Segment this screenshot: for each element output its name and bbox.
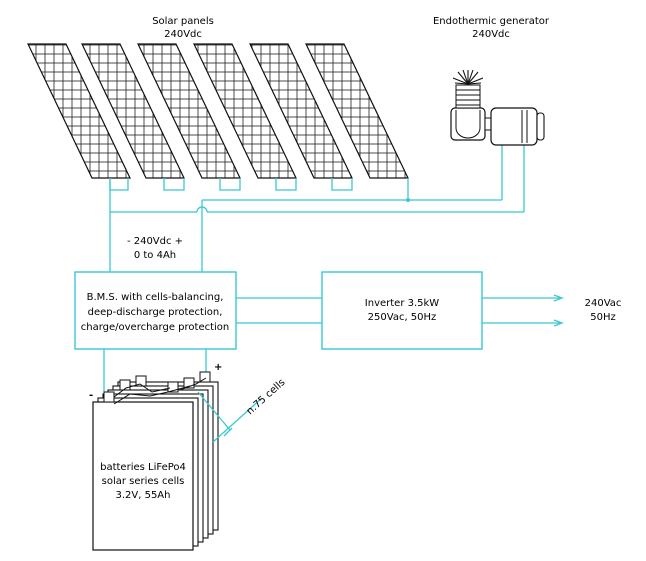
inverter-line-2: 250Vac, 50Hz — [368, 312, 437, 323]
dc-bus-current: 0 to 4Ah — [134, 250, 176, 261]
solar-panel — [27, 43, 131, 179]
solar-panel-array — [27, 43, 409, 179]
inverter-line-1: Inverter 3.5kW — [365, 298, 440, 309]
dc-bus-wiring — [109, 145, 525, 272]
exhaust-icon — [452, 69, 484, 85]
battery-line-3: 3.2V, 55Ah — [115, 490, 170, 501]
battery-stack — [92, 371, 263, 551]
ac-output-frequency: 50Hz — [590, 312, 616, 323]
inverter-box — [321, 271, 483, 350]
ac-output-voltage: 240Vac — [585, 298, 622, 309]
generator-title: Endothermic generator — [433, 16, 550, 27]
battery-line-2: solar series cells — [102, 476, 185, 487]
ac-output-wiring — [482, 294, 564, 327]
dc-bus-voltage: - 240Vdc + — [127, 236, 183, 247]
engine-cooling-fins — [455, 84, 481, 109]
battery-cell-count: n.75 cells — [245, 377, 288, 417]
panel-series-wiring — [109, 178, 410, 202]
bms-line-1: B.M.S. with cells-balancing, — [87, 292, 224, 303]
battery-cell — [92, 401, 194, 551]
generator-voltage: 240Vdc — [472, 29, 510, 40]
solar-voltage: 240Vdc — [164, 29, 202, 40]
battery-plus-label: + — [214, 362, 222, 373]
endothermic-generator — [450, 69, 545, 146]
solar-title: Solar panels — [152, 16, 214, 27]
bms-line-2: deep-discharge protection, — [88, 307, 223, 318]
bms-line-3: charge/overcharge protection — [81, 322, 230, 333]
battery-minus-label: - — [89, 390, 93, 401]
battery-line-1: batteries LiFePo4 — [100, 462, 186, 473]
bms-box — [74, 271, 237, 350]
alternator — [490, 107, 538, 146]
coupling-shaft — [484, 117, 492, 131]
